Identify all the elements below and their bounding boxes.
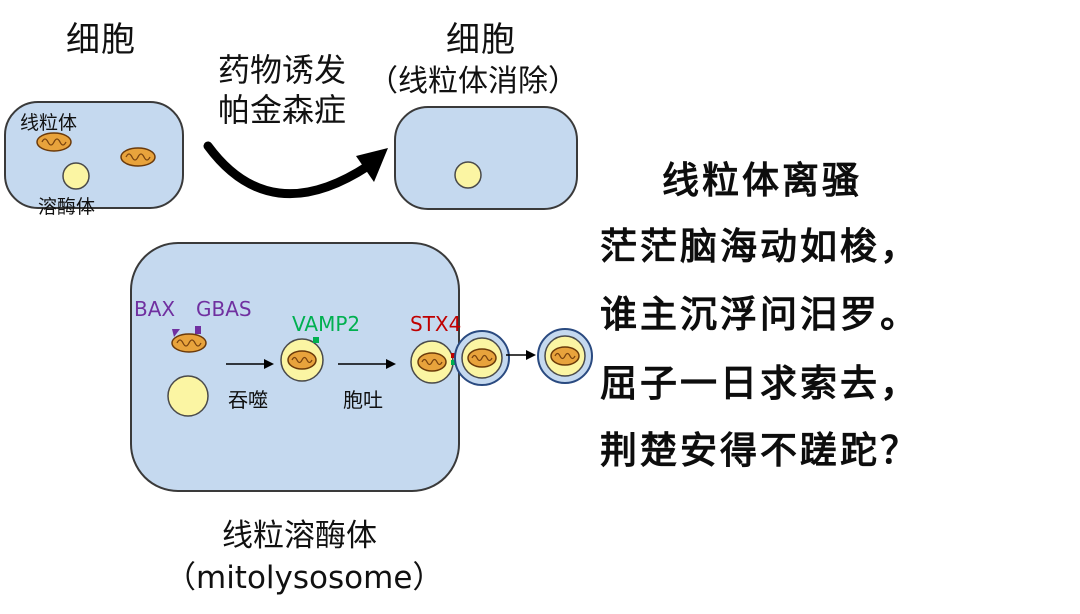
bax-label: BAX xyxy=(134,297,176,321)
curved-arrow xyxy=(203,141,388,199)
lysosome-idle xyxy=(167,375,209,417)
stx4-label: STX4 xyxy=(410,312,462,336)
cell-title-left: 细胞 xyxy=(66,20,136,60)
extracellular-vesicle-1 xyxy=(454,330,510,386)
mitochondrion-1 xyxy=(36,132,72,152)
lysosome xyxy=(62,162,90,190)
arrow-exocytosis xyxy=(338,359,396,369)
poem-line-2: 谁主沉浮问汨罗。 xyxy=(600,292,920,336)
mitochondrion-tagged xyxy=(171,326,207,353)
poem-line-4: 荆楚安得不蹉跎？ xyxy=(600,428,920,472)
cell-after xyxy=(394,106,578,210)
lysosome-after xyxy=(454,161,482,189)
arrow-engulf xyxy=(226,359,274,369)
cell-title-right: 细胞 xyxy=(446,20,516,60)
mitolysosome-docking xyxy=(410,340,456,384)
extracellular-vesicle-2 xyxy=(537,328,593,384)
poem-line-1: 茫茫脑海动如梭， xyxy=(600,224,920,268)
vamp2-label: VAMP2 xyxy=(292,312,361,336)
arrow-caption: 药物诱发 帕金森症 xyxy=(218,50,346,130)
cell-subtitle-right: （线粒体消除） xyxy=(368,64,578,99)
lysosome-label: 溶酶体 xyxy=(38,196,96,218)
mitolysosome-caption-cn: 线粒溶酶体 xyxy=(222,518,377,554)
mitolysosome-caption-en: （mitolysosome） xyxy=(165,560,444,596)
arrow-release xyxy=(506,350,536,360)
mitochondrion-2 xyxy=(120,147,156,167)
mitolysosome-1 xyxy=(280,337,324,382)
step-engulf-label: 吞噬 xyxy=(228,388,268,412)
arrow-caption-line2: 帕金森症 xyxy=(218,91,347,129)
poem-title: 线粒体离骚 xyxy=(662,158,862,202)
poem-line-3: 屈子一日求索去， xyxy=(600,361,920,405)
gbas-label: GBAS xyxy=(196,297,252,321)
arrow-caption-line1: 药物诱发 xyxy=(218,51,347,89)
step-exocytosis-label: 胞吐 xyxy=(343,388,383,412)
mitochondrion-label: 线粒体 xyxy=(20,112,78,134)
